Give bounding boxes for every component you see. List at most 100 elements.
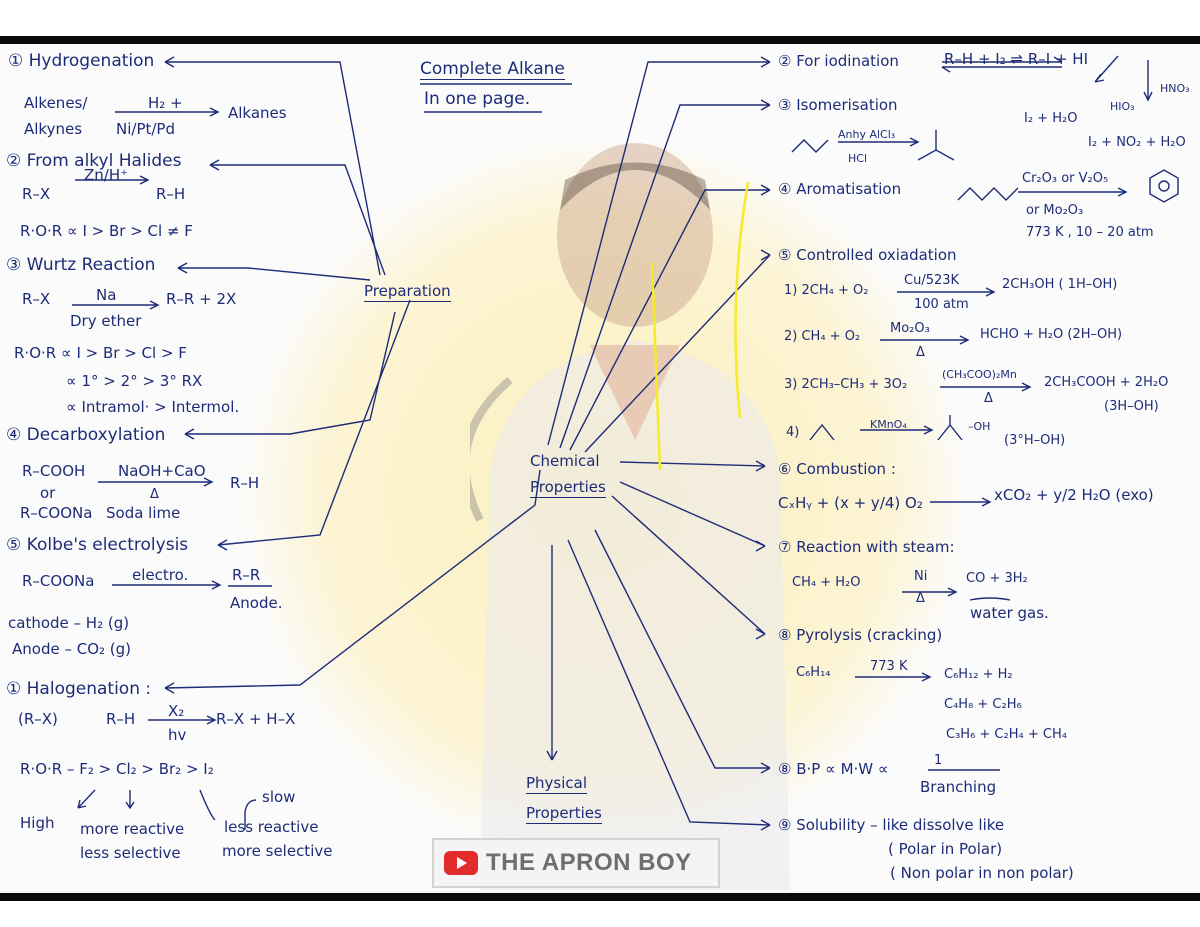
kolbe-anode: Anode – CO₂ (g) (12, 640, 132, 658)
wurtz-reagent: Na (96, 286, 117, 304)
oxidation-1-reactants: 1) 2CH₄ + O₂ (784, 283, 869, 298)
steam-reagent: Ni (914, 569, 928, 584)
line-to-pyrolysis (611, 495, 766, 635)
solubility-rule: ⑨ Solubility – like dissolve like (778, 816, 1005, 834)
kolbe-reactant: R–COONa (22, 572, 95, 590)
zigzag-chain-icon (791, 139, 829, 153)
oxidation-2-product: HCHO + H₂O (2H–OH) (980, 327, 1123, 342)
pyrolysis-heading: ⑧ Pyrolysis (cracking) (778, 626, 943, 644)
alkyl-halides-heading: ② From alkyl Halides (6, 151, 182, 171)
bottom-border (0, 893, 1200, 927)
kolbe-cathode: cathode – H₂ (g) (8, 614, 130, 632)
decarboxylation-product: R–H (230, 474, 260, 492)
halogenation-slow: slow (262, 788, 296, 806)
pyrolysis-product-2: C₄H₈ + C₂H₆ (944, 697, 1022, 712)
iodination-heading: ② For iodination (778, 52, 899, 70)
pyrolysis-condition: 773 K (870, 659, 908, 674)
decarboxylation-heat: Δ (150, 487, 159, 502)
oxidation-3-note: (3H–OH) (1104, 399, 1159, 414)
isomerisation-heading: ③ Isomerisation (778, 96, 898, 114)
boiling-point-relation: ⑧ B·P ∝ M·W ∝ (778, 760, 889, 778)
line-to-halogenation (164, 469, 541, 689)
highlighter-marks (650, 181, 750, 471)
decarboxylation-reagent: NaOH+CaO (118, 462, 206, 480)
hub-physical-line1: Physical (526, 774, 588, 794)
steam-note: water gas. (970, 604, 1049, 622)
line-to-iodination (547, 61, 770, 446)
kolbe-heading: ⑤ Kolbe's electrolysis (6, 535, 189, 555)
pyrolysis-product-3: C₃H₆ + C₂H₄ + CH₄ (946, 727, 1067, 742)
hydrogenation-reactant-1: Alkenes/ (24, 94, 88, 112)
line-to-alkyl-halides (210, 164, 386, 276)
hydrogenation-heading: ① Hydrogenation (8, 51, 155, 71)
oxidation-4-oh: –OH (968, 420, 991, 433)
line-to-decarboxylation (185, 311, 396, 435)
hub-preparation: Preparation (364, 282, 451, 302)
oxidation-3-reagent: (CH₃COO)₂Mn (942, 368, 1017, 381)
solubility-polar: ( Polar in Polar) (888, 840, 1003, 858)
isobutane-structure-icon (917, 130, 955, 161)
hydrogenation-reactant-2: Alkynes (24, 120, 83, 138)
isomerisation-reagent: Anhy AlCl₃ (838, 128, 896, 141)
halogenation-less-reactive: less reactive (224, 818, 319, 836)
hydrogenation-reagent: H₂ + (148, 94, 183, 112)
decarboxylation-or: or (40, 484, 56, 502)
halogenation-high: High (20, 814, 55, 832)
channel-logo-text: THE APRON BOY (486, 849, 692, 876)
wurtz-reactivity-3: ∝ Intramol· > Intermol. (66, 398, 240, 416)
decarboxylation-reactant-2: R–COONa (20, 504, 93, 522)
oxidation-4-label: 4) (786, 425, 800, 440)
steam-condition: Δ (916, 591, 925, 606)
wurtz-reactivity-2: ∝ 1° > 2° > 3° RX (66, 372, 203, 390)
channel-logo: THE APRON BOY (432, 838, 720, 888)
kolbe-product: R–R (232, 566, 261, 584)
aromatisation-condition: 773 K , 10 – 20 atm (1026, 225, 1154, 240)
halogenation-reactant: R–H (106, 710, 136, 728)
wurtz-heading: ③ Wurtz Reaction (6, 255, 156, 275)
wurtz-reactivity-1: R·O·R ∝ I > Br > Cl > F (14, 344, 187, 362)
play-icon (444, 851, 478, 875)
hydrogenation-product: Alkanes (228, 104, 287, 122)
oxidation-1-product: 2CH₃OH ( 1H–OH) (1002, 277, 1118, 292)
hub-chemical-line1: Chemical (530, 452, 600, 470)
oxidation-3-reactants: 3) 2CH₃–CH₃ + 3O₂ (784, 377, 908, 392)
decarboxylation-reactant-1: R–COOH (22, 462, 86, 480)
line-to-solubility (567, 539, 771, 826)
oxidation-1-condition: 100 atm (914, 297, 969, 312)
hydrogenation-catalyst: Ni/Pt/Pd (116, 120, 175, 138)
iodination-i2-water: I₂ + H₂O (1024, 111, 1078, 126)
solubility-nonpolar: ( Non polar in non polar) (890, 864, 1074, 882)
iodination-equation: R–H + I₂ ⇌ R–I + HI (944, 50, 1089, 68)
tert-butanol-icon (937, 415, 963, 441)
oxidation-1-reagent: Cu/523K (904, 273, 960, 288)
hub-physical-line2: Properties (526, 804, 602, 824)
page-title: Complete Alkane (420, 59, 565, 80)
wurtz-reactant: R–X (22, 290, 51, 308)
iodination-hio3: HIO₃ (1110, 100, 1135, 113)
kolbe-reagent: electro. (132, 566, 189, 584)
halogenation-more-selective: more selective (222, 842, 333, 860)
line-to-bp (594, 529, 770, 769)
hexane-chain-icon (957, 187, 1019, 201)
combustion-reactants: CₓHᵧ + (x + y/4) O₂ (778, 494, 923, 512)
alkyl-halides-reactivity: R·O·R ∝ I > Br > Cl ≠ F (20, 222, 193, 240)
oxidation-2-condition: Δ (916, 345, 925, 360)
boiling-point-numerator: 1 (934, 753, 943, 768)
halogenation-reactivity: R·O·R – F₂ > Cl₂ > Br₂ > I₂ (20, 760, 214, 778)
steam-product: CO + 3H₂ (966, 571, 1028, 586)
combustion-products: xCO₂ + y/2 H₂O (exo) (994, 486, 1154, 504)
kolbe-anode-label: Anode. (230, 594, 283, 612)
line-to-kolbe (217, 299, 411, 546)
oxidation-3-product: 2CH₃COOH + 2H₂O (1044, 375, 1169, 390)
pyrolysis-product-1: C₆H₁₂ + H₂ (944, 667, 1013, 682)
steam-heading: ⑦ Reaction with steam: (778, 538, 955, 556)
halogenation-less-selective: less selective (80, 844, 181, 862)
oxidation-2-reagent: Mo₂O₃ (890, 321, 930, 336)
hub-chemical-line2: Properties (530, 478, 606, 498)
aromatisation-heading: ④ Aromatisation (778, 180, 902, 198)
oxidation-3-condition: Δ (984, 391, 993, 406)
isobutane-icon (809, 423, 835, 441)
alkyl-halides-reagent: Zn/H⁺ (84, 166, 129, 184)
